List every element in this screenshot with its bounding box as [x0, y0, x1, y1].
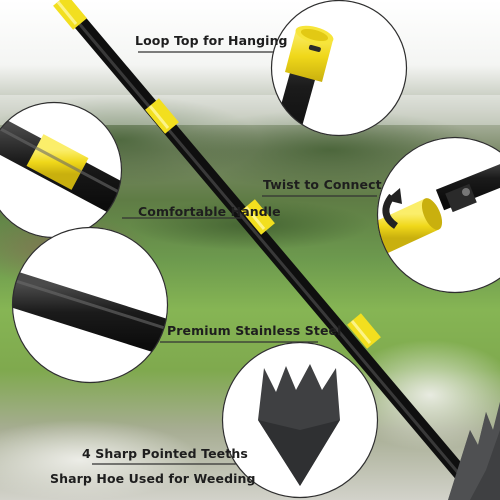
label-pointed-teeth: 4 Sharp Pointed Teeths	[82, 446, 248, 461]
callout-twist-to-connect	[262, 136, 500, 294]
pointed-teeth-blade	[258, 364, 340, 486]
callout-comfortable-handle	[0, 101, 242, 239]
callout-hoe-blade	[92, 341, 379, 499]
label-twist-to-connect: Twist to Connect	[263, 177, 382, 192]
label-comfortable-handle: Comfortable Handle	[138, 204, 281, 219]
label-stainless-steel: Premium Stainless Steel	[167, 323, 342, 338]
callout-stainless-steel	[11, 226, 318, 384]
label-loop-top: Loop Top for Hanging	[135, 33, 288, 48]
callout-loop-top	[138, 0, 408, 137]
handle-rod	[60, 0, 470, 483]
label-hoe-weeding: Sharp Hoe Used for Weeding	[50, 471, 256, 486]
hoe-blade-corner	[448, 402, 500, 500]
hoe-tool	[53, 0, 500, 500]
yellow-joint-rings	[53, 0, 381, 349]
